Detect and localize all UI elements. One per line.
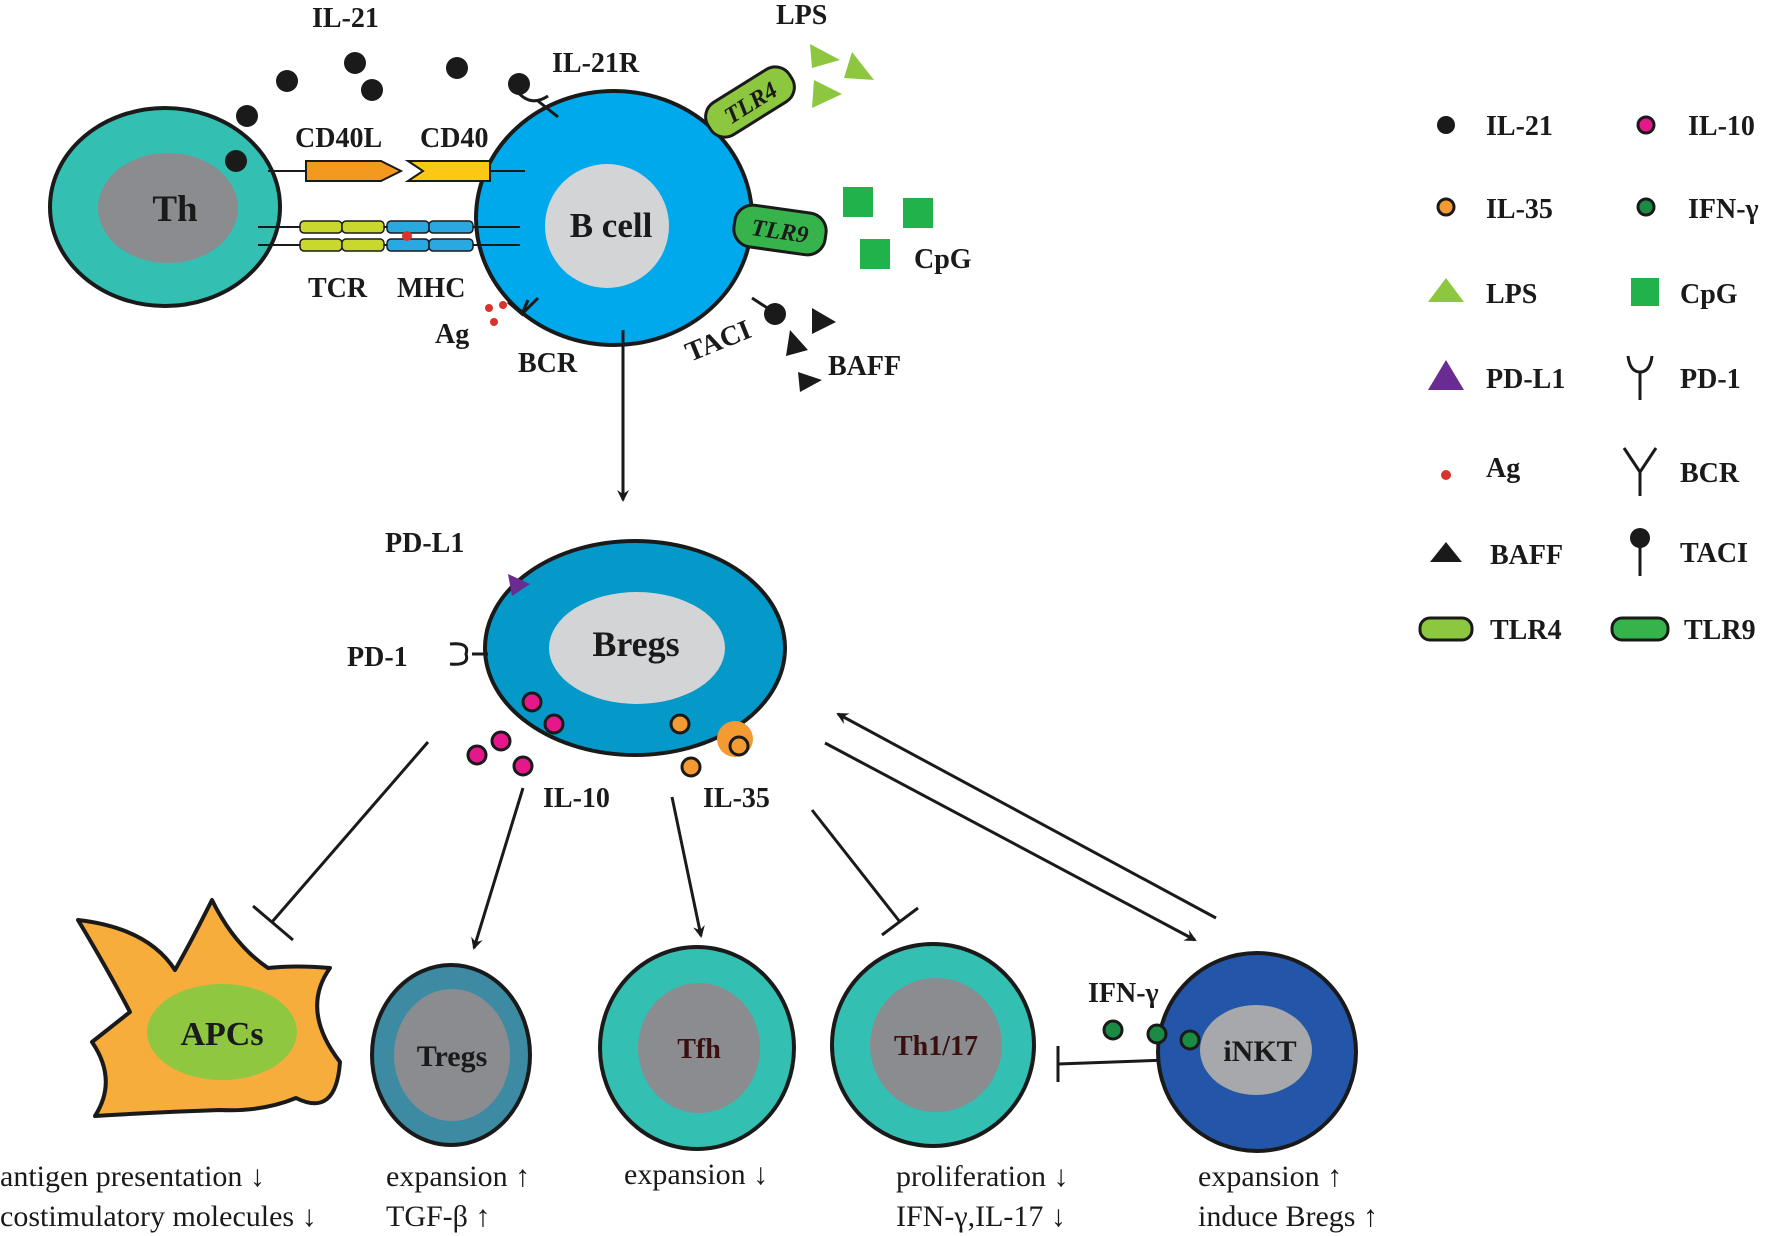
legend-il21-swatch bbox=[1437, 116, 1455, 134]
breg-to-tfh-arrow bbox=[670, 796, 705, 938]
legend-baff-label: BAFF bbox=[1490, 540, 1563, 571]
th117-effect-2: IFN-γ,IL-17 ↓ bbox=[896, 1200, 1066, 1233]
il10-cluster: IL-10 bbox=[466, 730, 610, 814]
legend-taci-icon bbox=[1630, 528, 1650, 576]
legend-tlr9-label: TLR9 bbox=[1684, 615, 1756, 646]
breg-to-treg-arrow bbox=[471, 787, 525, 950]
tfh-cell: Tfh bbox=[598, 945, 796, 1151]
il21-cluster: IL-21 bbox=[236, 3, 530, 127]
effect-captions: antigen presentation ↓ costimulatory mol… bbox=[0, 1158, 1378, 1233]
il21-dot-on-th bbox=[225, 150, 247, 172]
legend-il35-swatch bbox=[1436, 197, 1456, 217]
legend-lps-swatch bbox=[1428, 278, 1464, 302]
legend: IL-21 IL-10 IL-35 IFN-γ LPS CpG PD-L1 PD… bbox=[1418, 111, 1759, 646]
breg-to-inkt-arrow bbox=[824, 741, 1197, 942]
legend-ifng-swatch bbox=[1636, 197, 1656, 217]
th-label: Th bbox=[152, 189, 198, 230]
cd40-pair: CD40L CD40 bbox=[268, 123, 525, 182]
inkt-label: iNKT bbox=[1223, 1035, 1296, 1068]
breg-inhibit-th117 bbox=[810, 809, 902, 923]
legend-pdl1-label: PD-L1 bbox=[1486, 364, 1565, 395]
legend-lps-label: LPS bbox=[1486, 279, 1537, 310]
legend-bcr-icon bbox=[1622, 447, 1658, 496]
bcr-receptor: Ag BCR bbox=[435, 296, 578, 379]
il21-top-label: IL-21 bbox=[312, 3, 379, 34]
legend-ifng-label: IFN-γ bbox=[1688, 194, 1759, 225]
baff-label: BAFF bbox=[828, 351, 901, 382]
th117-cell: Th1/17 bbox=[830, 942, 1036, 1148]
bcell-label: B cell bbox=[570, 206, 653, 245]
il35-label: IL-35 bbox=[703, 783, 770, 814]
breg-cell: Bregs bbox=[449, 539, 787, 757]
legend-il10-swatch bbox=[1636, 115, 1656, 135]
ag-dot-mhc bbox=[402, 231, 412, 241]
apc-effect-2: costimulatory molecules ↓ bbox=[0, 1200, 317, 1233]
b-cell: B cell bbox=[474, 89, 754, 347]
legend-il35-label: IL-35 bbox=[1486, 194, 1553, 225]
bcr-label: BCR bbox=[518, 348, 578, 379]
inkt-effect-1: expansion ↑ bbox=[1198, 1160, 1342, 1193]
inkt-inhibit-th117 bbox=[1057, 1058, 1169, 1066]
lps-top-label: LPS bbox=[776, 0, 827, 31]
inkt-to-breg-arrow bbox=[836, 712, 1217, 920]
tcr-mhc-pair: TCR MHC bbox=[258, 220, 520, 304]
legend-baff-swatch bbox=[1430, 542, 1462, 562]
il21r-receptor: IL-21R bbox=[514, 48, 640, 119]
legend-il10-label: IL-10 bbox=[1688, 111, 1755, 142]
treg-effect-2: TGF-β ↑ bbox=[386, 1200, 490, 1233]
apc-effect-1: antigen presentation ↓ bbox=[0, 1160, 265, 1193]
ag-label: Ag bbox=[435, 319, 469, 350]
breg-inhibit-apc bbox=[270, 741, 430, 923]
cd40l-label: CD40L bbox=[295, 123, 382, 154]
inkt-cell: iNKT bbox=[1156, 951, 1358, 1153]
tfh-effect-1: expansion ↓ bbox=[624, 1158, 768, 1191]
cd40-shape bbox=[404, 160, 491, 182]
legend-pd1-icon bbox=[1626, 355, 1654, 400]
pdl1-marker bbox=[508, 574, 530, 596]
il21r-label: IL-21R bbox=[552, 48, 640, 79]
th117-effect-1: proliferation ↓ bbox=[896, 1160, 1068, 1193]
cpg-label: CpG bbox=[914, 244, 972, 275]
ifng-label: IFN-γ bbox=[1088, 978, 1159, 1009]
legend-tlr4-label: TLR4 bbox=[1490, 615, 1562, 646]
th117-label: Th1/17 bbox=[894, 1031, 978, 1062]
mhc-label: MHC bbox=[397, 273, 465, 304]
breg-inhibit-apc-bar bbox=[252, 904, 294, 942]
cd40l-shape bbox=[305, 160, 404, 182]
apc-cell: APCs bbox=[76, 898, 342, 1118]
taci-receptor: TACI BAFF bbox=[681, 296, 901, 392]
legend-pdl1-swatch bbox=[1428, 360, 1464, 390]
interaction-lines bbox=[252, 712, 1217, 1082]
tcr-label: TCR bbox=[308, 273, 368, 304]
legend-tlr9-swatch bbox=[1610, 616, 1670, 642]
legend-cpg-swatch bbox=[1631, 278, 1659, 306]
cd40-label: CD40 bbox=[420, 123, 488, 154]
legend-ag-swatch bbox=[1441, 470, 1451, 480]
inkt-effect-2: induce Bregs ↑ bbox=[1198, 1200, 1378, 1233]
th-cell: Th bbox=[48, 106, 282, 308]
pd1-label: PD-1 bbox=[347, 642, 408, 673]
breg-label: Bregs bbox=[592, 624, 679, 664]
pdl1-label: PD-L1 bbox=[385, 528, 464, 559]
il35-cluster: IL-35 bbox=[680, 735, 770, 814]
il10-label: IL-10 bbox=[543, 783, 610, 814]
legend-ag-label: Ag bbox=[1486, 453, 1520, 484]
legend-bcr-label: BCR bbox=[1680, 458, 1740, 489]
tlr4-receptor: TLR4 LPS bbox=[704, 0, 874, 139]
legend-pd1-label: PD-1 bbox=[1680, 364, 1741, 395]
legend-taci-label: TACI bbox=[1680, 538, 1748, 569]
treg-effect-1: expansion ↑ bbox=[386, 1160, 530, 1193]
legend-tlr4-swatch bbox=[1418, 616, 1474, 642]
tfh-label: Tfh bbox=[677, 1034, 721, 1065]
ifng-cluster: IFN-γ bbox=[1088, 978, 1168, 1045]
legend-il21-label: IL-21 bbox=[1486, 111, 1553, 142]
breg-inhibit-th117-bar bbox=[881, 906, 919, 937]
legend-cpg-label: CpG bbox=[1680, 279, 1738, 310]
treg-label: Tregs bbox=[417, 1040, 488, 1073]
tlr9-receptor: TLR9 CpG bbox=[732, 187, 972, 275]
treg-cell: Tregs bbox=[370, 963, 532, 1147]
apc-label: APCs bbox=[180, 1016, 263, 1053]
